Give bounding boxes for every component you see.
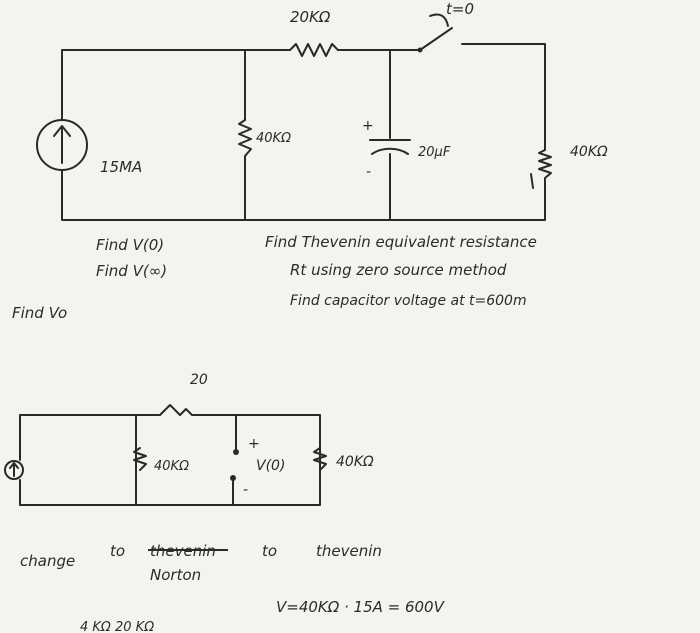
note-to-1: to <box>110 542 125 560</box>
c1-cap-plate-bottom <box>371 147 409 155</box>
c1-cap-plus: + <box>362 118 374 134</box>
c2-right-resistor-label: 40KΩ <box>336 454 374 470</box>
note-norton: Norton <box>150 566 201 584</box>
c2-open-wire <box>232 414 237 506</box>
task-thevenin-line2: Rt using zero source method <box>290 261 507 279</box>
c2-top-resistor-label: 20 <box>190 372 208 388</box>
c2-minus: - <box>243 482 248 498</box>
c2-current-source <box>4 460 24 480</box>
note-thevenin: thevenin <box>316 542 382 560</box>
note-partial-line: 4 KΩ 20 KΩ <box>80 620 154 633</box>
note-equation: V=40KΩ · 15A = 600V <box>276 598 446 616</box>
c2-mid-resistor-label: 40KΩ <box>154 459 189 474</box>
task-find-v0: Find V(0) <box>96 236 164 254</box>
c1-switch-arrow <box>429 13 449 27</box>
c2-terminal-top <box>233 449 239 455</box>
c1-switch-wire-right <box>461 43 546 151</box>
c1-source-arrow <box>53 125 71 164</box>
c1-switch-label: t=0 <box>446 0 474 18</box>
c1-current-source <box>36 119 88 171</box>
circuit-2 <box>4 404 327 506</box>
c1-mid-resistor <box>238 119 252 157</box>
c2-source-arrow <box>9 462 19 477</box>
note-to-2: to <box>262 542 277 560</box>
c1-cap-label: 20μF <box>418 145 451 160</box>
c1-right-resistor <box>538 149 552 191</box>
c2-mid-resistor <box>133 447 147 471</box>
task-find-vinf: Find V(∞) <box>96 262 167 280</box>
c1-switch-pivot <box>417 47 423 53</box>
c1-switch-blade <box>419 27 453 51</box>
c2-terminal-bottom <box>230 475 236 481</box>
c1-mid-resistor-label: 40KΩ <box>256 131 291 146</box>
c1-left-wire <box>61 49 546 221</box>
c1-top-resistor <box>289 43 339 57</box>
circuit-1 <box>36 13 552 221</box>
c1-right-mark <box>530 173 534 189</box>
task-find-vo: Find Vo <box>12 304 67 322</box>
c1-top-resistor-label: 20KΩ <box>290 8 331 26</box>
c1-source-label: 15MA <box>100 158 142 176</box>
c2-top-wire <box>19 404 321 506</box>
c2-right-resistor <box>313 447 327 471</box>
c2-plus: + <box>248 436 260 452</box>
c1-cap-minus: - <box>366 164 371 180</box>
task-thevenin-line1: Find Thevenin equivalent resistance <box>265 233 537 251</box>
task-cap-voltage: Find capacitor voltage at t=600m <box>290 293 527 309</box>
c1-right-resistor-label: 40KΩ <box>570 144 608 160</box>
c2-v-label: V(0) <box>256 458 285 474</box>
note-change: change <box>20 552 75 570</box>
